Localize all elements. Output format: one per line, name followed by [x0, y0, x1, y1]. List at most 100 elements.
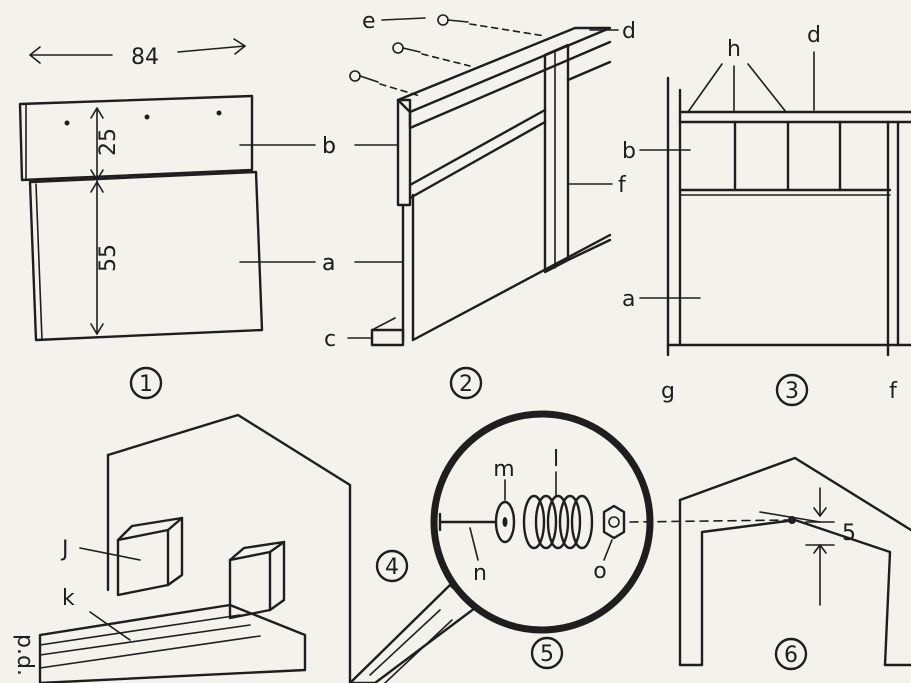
panel-6: 5 6 — [678, 456, 911, 671]
screw-icon — [392, 42, 421, 54]
label-m: m — [493, 457, 514, 482]
house-gable-wall — [106, 413, 352, 683]
nut-o — [602, 504, 626, 540]
label-a: a — [322, 251, 335, 276]
dashed-guide — [421, 53, 471, 67]
panel-1: 84 25 55 b a 1 — [18, 38, 336, 400]
panel-number: 6 — [784, 643, 798, 668]
screw-icon — [349, 70, 379, 83]
washer-hole — [502, 517, 508, 527]
gable-outer — [678, 456, 911, 532]
top-board — [18, 94, 254, 182]
panel-number-circle — [449, 366, 483, 400]
bottom-board-edge — [35, 183, 43, 341]
label-o: o — [593, 559, 606, 584]
leader-k — [89, 611, 131, 641]
label-c: c — [324, 327, 336, 352]
nail-hole — [144, 114, 150, 120]
label-e: e — [362, 9, 376, 34]
leader-n — [469, 527, 479, 561]
dim-arrowhead — [90, 107, 104, 119]
dashed-guide — [469, 23, 546, 37]
dashed-guide — [629, 519, 791, 523]
mounting-hole — [788, 516, 796, 524]
measure-arrowhead — [813, 507, 827, 517]
leader-o — [603, 539, 613, 561]
panel-number: 1 — [139, 372, 153, 397]
base-block — [370, 328, 405, 347]
shelf-groove — [39, 624, 251, 656]
label-a: a — [322, 251, 335, 276]
width-arrow-right — [177, 45, 246, 53]
label-a: a — [622, 287, 635, 312]
panel-number-circle — [375, 549, 409, 583]
shelf-k — [38, 603, 307, 683]
leader-e — [381, 17, 426, 21]
label-g: g — [661, 379, 675, 404]
panel-number: 4 — [385, 555, 399, 580]
label-h: h — [727, 37, 741, 62]
leader-j — [79, 547, 141, 561]
signature: p.d. — [12, 634, 37, 676]
shelf-groove — [39, 635, 261, 669]
label-k: k — [62, 586, 75, 611]
dim-arrowhead — [90, 323, 104, 335]
label-d: d — [807, 23, 821, 48]
width-arrowhead-right — [233, 38, 246, 55]
panel-3: h d b a g f 3 — [622, 23, 911, 407]
panel-number-circle — [774, 637, 808, 671]
panel-number: 3 — [785, 379, 799, 404]
box-edge — [166, 516, 184, 587]
label-n: n — [473, 561, 487, 586]
dimension-bottom-height: 55 — [96, 244, 121, 272]
screw-icon — [437, 14, 469, 26]
top-board-edge — [396, 98, 412, 207]
panel-4: J k 4 p.d. — [12, 413, 409, 683]
panel-5: m l n o 5 — [348, 410, 791, 683]
panel-number: 5 — [540, 642, 554, 667]
base-edge — [371, 317, 396, 331]
dim-arrowhead — [90, 169, 104, 181]
label-b: b — [622, 139, 636, 164]
vertical-post — [543, 43, 570, 274]
box-edge — [116, 516, 184, 542]
label-f: f — [889, 379, 898, 404]
nail-hole — [216, 110, 222, 116]
board-edge — [411, 233, 612, 342]
top-rail — [396, 26, 612, 114]
panel-2: e d b a f c 2 — [322, 9, 636, 400]
nail-hole — [64, 120, 70, 126]
panel-number-circle — [775, 373, 809, 407]
shelf-groove — [39, 614, 241, 646]
leader-h — [747, 63, 787, 113]
dimension-width: 84 — [131, 45, 159, 70]
nut-hole — [608, 516, 620, 528]
panel-number-circle — [530, 636, 564, 670]
width-arrowhead-left — [29, 46, 41, 64]
measure-label: 5 — [842, 521, 856, 546]
rail-edge — [566, 238, 612, 262]
label-l: l — [553, 447, 559, 472]
spring-l — [522, 494, 594, 550]
label-b: b — [322, 134, 336, 159]
handle-groove — [369, 609, 441, 676]
board-edge — [408, 120, 547, 200]
label-d: d — [622, 19, 636, 44]
box-j — [116, 528, 170, 597]
box-edge — [228, 540, 286, 562]
handle-groove — [384, 619, 453, 683]
rail-edge — [566, 60, 612, 82]
panel-number-circle — [129, 366, 163, 400]
panel-number: 2 — [459, 372, 473, 397]
bottom-board — [28, 170, 264, 342]
rail-edge — [408, 40, 612, 130]
leader-h — [687, 63, 723, 113]
label-f: f — [618, 173, 627, 198]
label-b: b — [322, 134, 336, 159]
label-j: J — [60, 537, 69, 562]
dimension-top-height: 25 — [96, 128, 121, 156]
washer-m — [494, 500, 516, 544]
board-edge — [408, 108, 547, 187]
